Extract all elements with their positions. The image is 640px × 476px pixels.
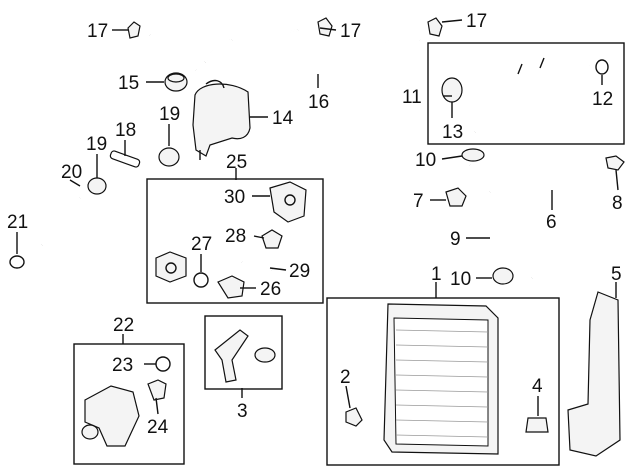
callout-17-middle: 17	[340, 21, 361, 42]
thermostat-cover	[155, 251, 187, 283]
hose-clamp-19-upper	[158, 147, 180, 167]
overflow-hose-4-inner	[203, 38, 233, 63]
callout-5: 5	[611, 264, 622, 285]
gasket-24	[147, 379, 167, 401]
reservoir-cap-top	[167, 73, 185, 83]
overflow-hose-inner	[149, 32, 323, 65]
thermostat-port	[284, 194, 296, 206]
lower-radiator-hose-inner	[466, 164, 542, 281]
callout-18: 18	[115, 120, 136, 141]
o-ring-27	[193, 272, 209, 288]
water-outlet-housing	[84, 385, 140, 447]
radiator-hose-6-inner	[488, 165, 611, 196]
box-outlet-housing-group	[73, 343, 185, 465]
coolant-reservoir	[192, 83, 251, 157]
hose-clamp-10-upper	[461, 148, 485, 162]
callout-23: 23	[112, 355, 133, 376]
callout-27: 27	[191, 234, 212, 255]
outlet-housing-port	[81, 424, 99, 440]
hose-clamp-8	[605, 155, 625, 171]
overflow-hose-3-inner	[229, 28, 299, 42]
callout-14: 14	[272, 108, 294, 129]
callout-9: 9	[450, 229, 461, 250]
o-ring-23	[155, 356, 171, 372]
callout-2: 2	[340, 367, 351, 388]
bypass-pipe-29-inner	[241, 260, 273, 272]
callout-1: 1	[431, 264, 442, 285]
callout-19-lower: 19	[86, 134, 107, 155]
callout-15: 15	[118, 73, 139, 94]
callout-29: 29	[289, 261, 310, 282]
o-ring-21	[9, 255, 25, 269]
hose-clamp-17-right	[427, 17, 443, 37]
box-bracket-group	[204, 315, 283, 390]
callout-3: 3	[237, 401, 248, 422]
sensor-28	[261, 229, 283, 249]
callout-12: 12	[592, 89, 613, 110]
thermostat-cover-port	[165, 262, 177, 274]
callout-7: 7	[413, 191, 424, 212]
callout-17-right: 17	[466, 11, 487, 32]
outlet-hose-fittings	[517, 57, 545, 75]
leader-lines	[16, 19, 619, 416]
drain-valve-2	[345, 407, 363, 427]
callout-20: 20	[61, 162, 82, 183]
callout-labels: 17 17 17 15 16 14 19 18 19 20 21 11 12 1…	[7, 11, 623, 438]
reservoir-neck	[205, 79, 225, 89]
o-ring-12	[595, 59, 609, 75]
coolant-hose-18	[109, 150, 141, 168]
hose-clamp-19-lower	[87, 177, 107, 195]
callout-10-lower: 10	[450, 269, 471, 290]
insulator-4	[525, 417, 549, 433]
overflow-hose-4-outer	[204, 39, 233, 63]
callout-24: 24	[147, 417, 169, 438]
callout-21: 21	[7, 212, 28, 233]
callout-16: 16	[308, 92, 329, 113]
callout-30: 30	[224, 187, 245, 208]
callout-11: 11	[402, 87, 422, 108]
air-baffle-5	[567, 291, 621, 457]
callout-6: 6	[546, 212, 557, 233]
callout-19-upper: 19	[159, 104, 180, 125]
radiator-fins	[395, 329, 489, 438]
hose-clamp-17-left	[127, 21, 141, 39]
callout-26: 26	[260, 279, 281, 300]
overflow-hose-2-inner	[195, 38, 421, 78]
hose-clamp-10-lower	[492, 267, 514, 285]
box-thermostat-group	[146, 178, 324, 304]
bracket-3	[214, 329, 249, 383]
callout-8: 8	[612, 193, 623, 214]
radiator-core	[393, 317, 489, 447]
box-radiator-group	[326, 297, 560, 466]
hose-clamp-7	[445, 187, 467, 207]
box-outlet-hose-group	[427, 42, 625, 145]
callout-25: 25	[226, 152, 247, 173]
outlet-hose-inner	[472, 63, 591, 133]
insulator-3	[254, 347, 276, 363]
thermostat-housing-30	[269, 181, 307, 223]
callout-13: 13	[442, 122, 463, 143]
callout-4: 4	[532, 376, 543, 397]
hose-clamp-17-middle	[317, 17, 333, 37]
callout-17-left: 17	[87, 21, 108, 42]
callout-28: 28	[225, 226, 246, 247]
hose-clamp-13	[441, 77, 463, 103]
callout-22: 22	[113, 315, 134, 336]
inlet-hose-21-inner	[40, 195, 81, 248]
callout-10-upper: 10	[415, 150, 436, 171]
gasket-26	[217, 275, 245, 299]
